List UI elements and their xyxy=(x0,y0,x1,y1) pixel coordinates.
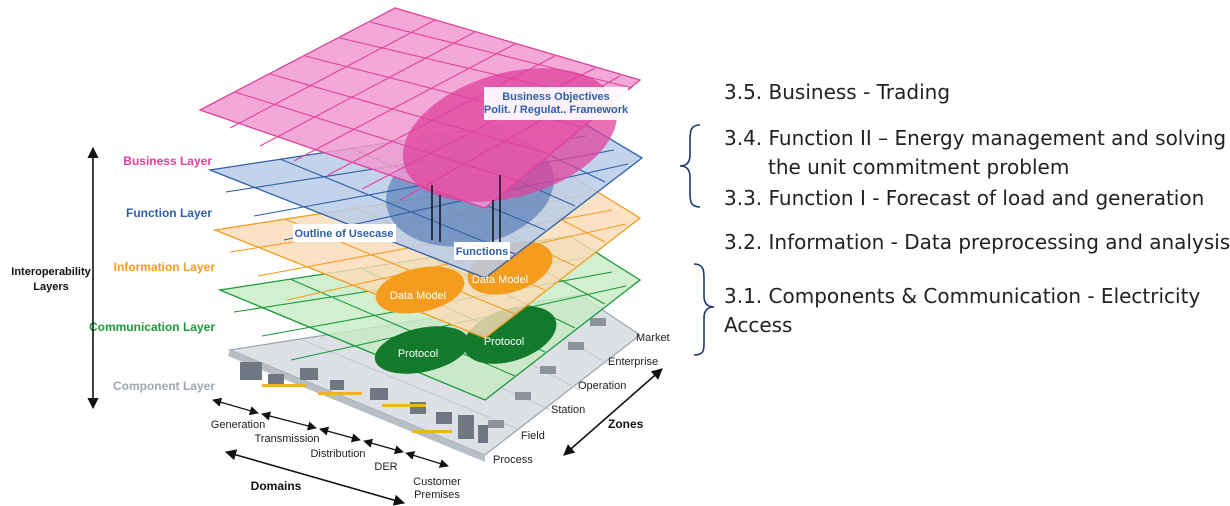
brace-components xyxy=(693,263,715,356)
domain-axis-ticks xyxy=(212,397,449,468)
protocol-label-left: Protocol xyxy=(398,348,438,360)
brace-function xyxy=(679,124,701,208)
information-layer-label: Information Layer xyxy=(114,260,216,274)
business-layer-label: Business Layer xyxy=(123,154,212,168)
domain-label-generation: Generation xyxy=(211,419,265,431)
outline-usecase-callout: Outline of Usecase xyxy=(293,224,396,242)
zones-axis-title: Zones xyxy=(608,417,644,431)
section-3-5: 3.5. Business - Trading xyxy=(724,80,951,104)
section-3-4-line2: the unit commitment problem xyxy=(768,155,1070,179)
svg-text:Business Objectives: Business Objectives xyxy=(502,91,610,103)
svg-text:Functions: Functions xyxy=(456,246,509,258)
zones-axis-arrow xyxy=(563,368,663,456)
section-3-4-line1: 3.4. Function II – Energy management and… xyxy=(724,126,1227,150)
function-layer-label: Function Layer xyxy=(126,206,212,220)
domains-axis-arrow xyxy=(224,449,406,506)
domain-label-customer: Customer xyxy=(413,476,461,488)
svg-text:Interoperability: Interoperability xyxy=(11,266,91,278)
component-layer-label: Component Layer xyxy=(113,379,215,393)
domain-label-premises: Premises xyxy=(414,489,460,501)
protocol-blob-left xyxy=(374,326,470,374)
domains-axis-title: Domains xyxy=(251,479,302,493)
zone-label-market: Market xyxy=(636,332,670,344)
section-3-2: 3.2. Information - Data preprocessing an… xyxy=(724,230,1230,254)
data-model-blob-left xyxy=(375,266,465,314)
section-3-3: 3.3. Function I - Forecast of load and g… xyxy=(724,186,1205,210)
svg-text:Outline of Usecase: Outline of Usecase xyxy=(294,228,393,240)
zone-label-enterprise: Enterprise xyxy=(608,356,658,368)
zone-label-process: Process xyxy=(493,454,533,466)
domain-label-transmission: Transmission xyxy=(255,433,320,445)
zone-label-operation: Operation xyxy=(578,380,626,392)
zone-label-field: Field xyxy=(521,430,545,442)
business-objectives-callout: Business Objectives Polit. / Regulat.. F… xyxy=(484,87,629,120)
section-3-1-line2: Access xyxy=(724,313,793,337)
svg-text:Layers: Layers xyxy=(33,281,68,293)
section-3-1-line1: 3.1. Components & Communication - Electr… xyxy=(724,284,1201,308)
zone-label-station: Station xyxy=(551,404,585,416)
data-model-label-left: Data Model xyxy=(390,290,446,302)
svg-text:Polit. / Regulat.. Framework: Polit. / Regulat.. Framework xyxy=(484,104,629,116)
functions-callout: Functions xyxy=(454,242,510,260)
domain-label-der: DER xyxy=(374,461,397,473)
interoperability-label: Interoperability Layers xyxy=(10,262,92,296)
domain-label-distribution: Distribution xyxy=(310,448,365,460)
communication-layer-label: Communication Layer xyxy=(89,320,215,334)
protocol-label-right: Protocol xyxy=(484,336,524,348)
data-model-label-right: Data Model xyxy=(472,274,528,286)
